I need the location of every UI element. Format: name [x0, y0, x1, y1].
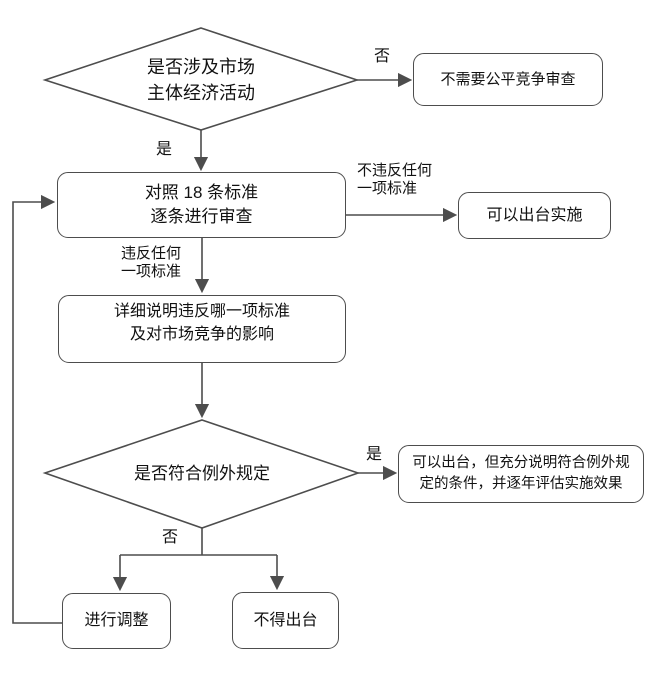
node-can-implement: 可以出台实施: [458, 192, 611, 239]
node-review-standards-line1: 对照 18 条标准: [144, 183, 259, 202]
edge-label-violation-line2: 一项标准: [120, 263, 181, 280]
edge-label-no-market: 否: [374, 48, 391, 65]
node-no-review-label: 不需要公平竞争审查: [440, 70, 576, 88]
decision-exception-text: 是否符合例外规定: [134, 464, 270, 483]
node-no-review-needed: 不需要公平竞争审查: [413, 53, 603, 106]
edge-label-no-exception: 否: [162, 529, 179, 546]
node-explain-violation: 详细说明违反哪一项标准 及对市场竞争的影响: [58, 295, 346, 363]
node-must-not-issue: 不得出台: [232, 592, 339, 649]
node-explain-violation-line1: 详细说明违反哪一项标准: [113, 303, 290, 320]
edge-label-violation: 违反任何 一项标准: [112, 245, 190, 281]
edge-feedback-loop: [12, 194, 62, 624]
edge-label-no-violation-line1: 不违反任何: [357, 162, 433, 179]
decision-market-line1: 是否涉及市场: [147, 57, 255, 77]
edge-label-yes-exception: 是: [366, 446, 383, 463]
node-explain-violation-line2: 及对市场竞争的影响: [129, 326, 274, 343]
node-adjust-label: 进行调整: [84, 612, 149, 630]
node-must-not-issue-label: 不得出台: [253, 611, 318, 629]
decision-market-line2: 主体经济活动: [147, 83, 255, 103]
node-review-18-standards: 对照 18 条标准 逐条进行审查: [57, 172, 346, 238]
edge-label-no-violation-line2: 一项标准: [357, 180, 418, 197]
node-can-implement-label: 可以出台实施: [486, 206, 583, 224]
edge-label-yes-market: 是: [156, 141, 173, 158]
edge-label-no-violation: 不违反任何 一项标准: [357, 162, 432, 198]
edge-label-violation-line1: 违反任何: [120, 245, 181, 262]
node-adjust: 进行调整: [62, 593, 171, 649]
decision-market-text: 是否涉及市场 主体经济活动: [101, 54, 301, 106]
node-conditional-implement-line2: 定的条件，并逐年评估实施效果: [419, 476, 623, 492]
node-conditional-implement: 可以出台，但充分说明符合例外规 定的条件，并逐年评估实施效果: [398, 445, 644, 503]
node-review-standards-line2: 逐条进行审查: [150, 207, 253, 226]
node-conditional-implement-line1: 可以出台，但充分说明符合例外规: [412, 455, 630, 471]
